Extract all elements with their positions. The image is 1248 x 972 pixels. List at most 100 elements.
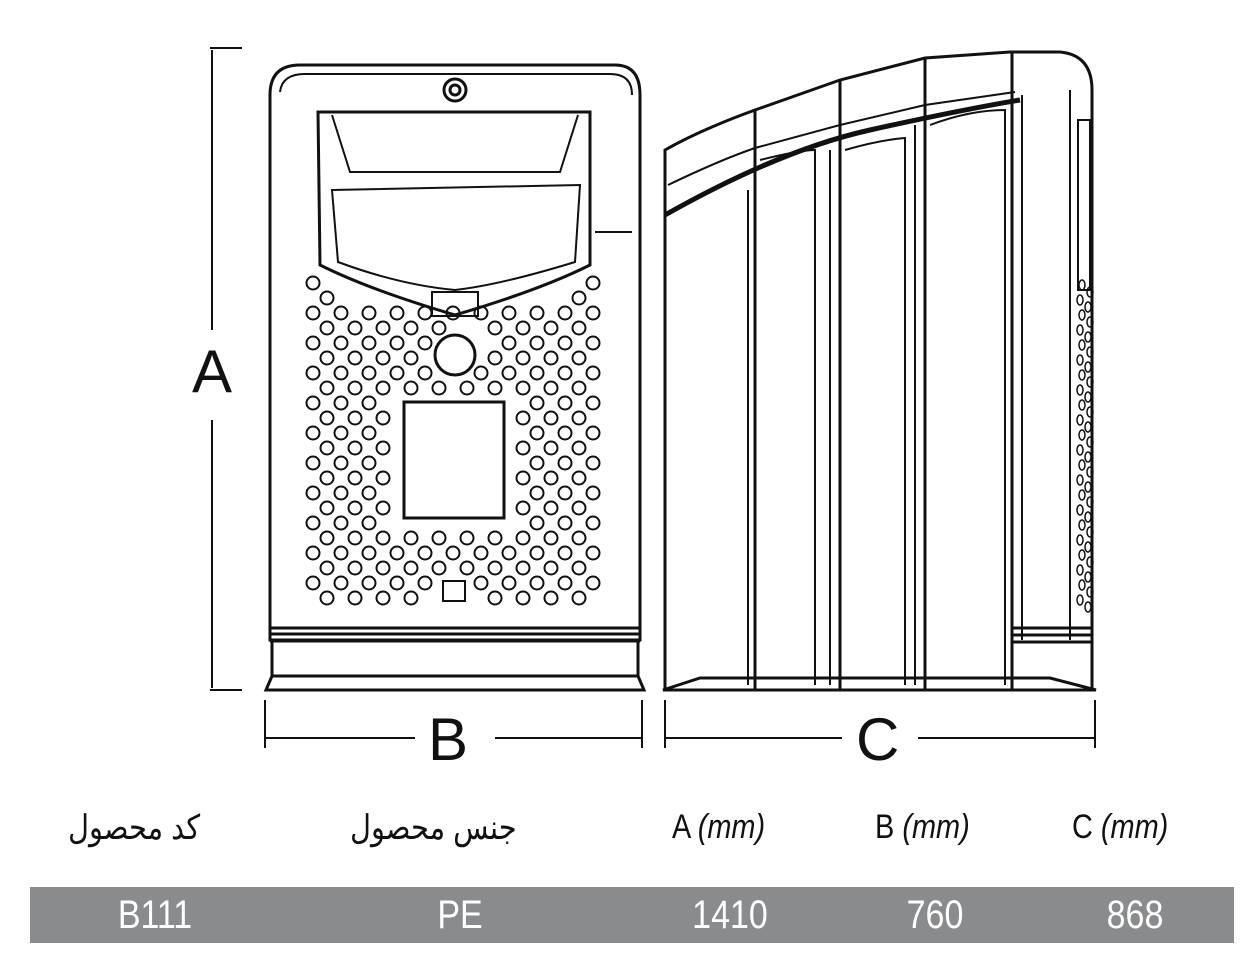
vent-hole — [347, 560, 363, 576]
vent-hole — [529, 335, 545, 351]
vent-hole — [585, 275, 601, 291]
vent-hole — [529, 425, 545, 441]
spec-row: B111 PE 1410 760 868 — [30, 887, 1234, 943]
vent-hole — [347, 500, 363, 516]
side-vent-hole — [1084, 361, 1092, 373]
vent-hole — [403, 320, 419, 336]
vent-hole — [543, 350, 559, 366]
vent-hole — [557, 485, 573, 501]
vent-hole — [585, 395, 601, 411]
vent-hole — [529, 515, 545, 531]
vent-hole — [347, 380, 363, 396]
vent-hole — [375, 440, 391, 456]
vent-hole — [501, 335, 517, 351]
vent-hole — [347, 440, 363, 456]
vent-hole — [305, 425, 321, 441]
vent-hole — [305, 575, 321, 591]
vent-hole — [403, 380, 419, 396]
vent-hole — [319, 590, 335, 606]
vent-hole — [319, 290, 335, 306]
dimension-a-label: A — [186, 342, 239, 402]
side-vent-hole — [1078, 399, 1086, 411]
vent-hole — [319, 380, 335, 396]
vent-hole — [459, 530, 475, 546]
vent-hole — [487, 530, 503, 546]
vent-hole — [557, 545, 573, 561]
vent-hole — [571, 440, 587, 456]
side-vent-hole — [1078, 579, 1086, 591]
vent-hole — [417, 575, 433, 591]
vent-hole — [557, 515, 573, 531]
vent-hole — [557, 575, 573, 591]
vent-hole — [515, 590, 531, 606]
vent-hole — [501, 575, 517, 591]
side-vent-hole — [1076, 324, 1084, 336]
vent-hole — [487, 380, 503, 396]
vent-hole — [389, 575, 405, 591]
header-material: جنس محصول — [350, 809, 517, 847]
vent-hole — [319, 440, 335, 456]
side-vent-hole — [1086, 436, 1094, 448]
vent-hole — [585, 365, 601, 381]
vent-hole — [445, 545, 461, 561]
vent-hole — [319, 470, 335, 486]
header-c-unit: (mm) — [1100, 808, 1169, 846]
vent-hole — [445, 305, 461, 321]
vent-hole — [305, 275, 321, 291]
vent-hole — [333, 485, 349, 501]
side-vent-hole — [1084, 301, 1092, 313]
side-vent-hole — [1078, 519, 1086, 531]
vent-hole — [487, 320, 503, 336]
header-a-unit: (mm) — [697, 808, 766, 846]
vent-hole — [515, 560, 531, 576]
dimension-a-line — [210, 47, 242, 691]
vent-hole — [305, 365, 321, 381]
side-vent-hole — [1078, 369, 1086, 381]
side-vent-hole — [1076, 384, 1084, 396]
side-vent-hole — [1086, 406, 1094, 418]
side-vent-hole — [1078, 429, 1086, 441]
vent-hole — [515, 380, 531, 396]
vent-hole — [473, 575, 489, 591]
vent-hole — [417, 335, 433, 351]
vent-hole — [571, 530, 587, 546]
cell-a: 1410 — [692, 893, 768, 937]
vent-hole — [333, 365, 349, 381]
vent-hole — [417, 365, 433, 381]
header-a-letter: A — [672, 808, 690, 846]
vent-hole — [375, 500, 391, 516]
vent-hole — [431, 380, 447, 396]
side-vent-hole — [1078, 309, 1086, 321]
vent-hole — [585, 575, 601, 591]
vent-hole — [501, 365, 517, 381]
vent-hole — [361, 335, 377, 351]
vent-hole — [389, 365, 405, 381]
vent-hole — [585, 425, 601, 441]
vent-hole — [529, 305, 545, 321]
vent-hole — [403, 560, 419, 576]
vent-hole — [529, 545, 545, 561]
vent-hole — [543, 410, 559, 426]
vent-hole — [375, 350, 391, 366]
vent-hole — [319, 530, 335, 546]
side-vent-hole — [1084, 391, 1092, 403]
vent-hole — [361, 425, 377, 441]
vent-hole — [515, 440, 531, 456]
vent-hole — [557, 335, 573, 351]
side-vent-hole — [1076, 564, 1084, 576]
vent-hole — [375, 590, 391, 606]
vent-hole — [543, 320, 559, 336]
side-vent-hole — [1076, 594, 1084, 606]
vent-hole — [571, 470, 587, 486]
header-c: C (mm) — [1072, 808, 1168, 847]
vent-hole — [305, 395, 321, 411]
vent-hole — [543, 380, 559, 396]
side-vent-hole — [1086, 376, 1094, 388]
vent-hole — [571, 380, 587, 396]
vent-hole — [319, 560, 335, 576]
vent-hole — [571, 320, 587, 336]
vent-hole — [529, 455, 545, 471]
vent-hole — [571, 560, 587, 576]
vent-hole — [571, 590, 587, 606]
vent-hole — [431, 320, 447, 336]
